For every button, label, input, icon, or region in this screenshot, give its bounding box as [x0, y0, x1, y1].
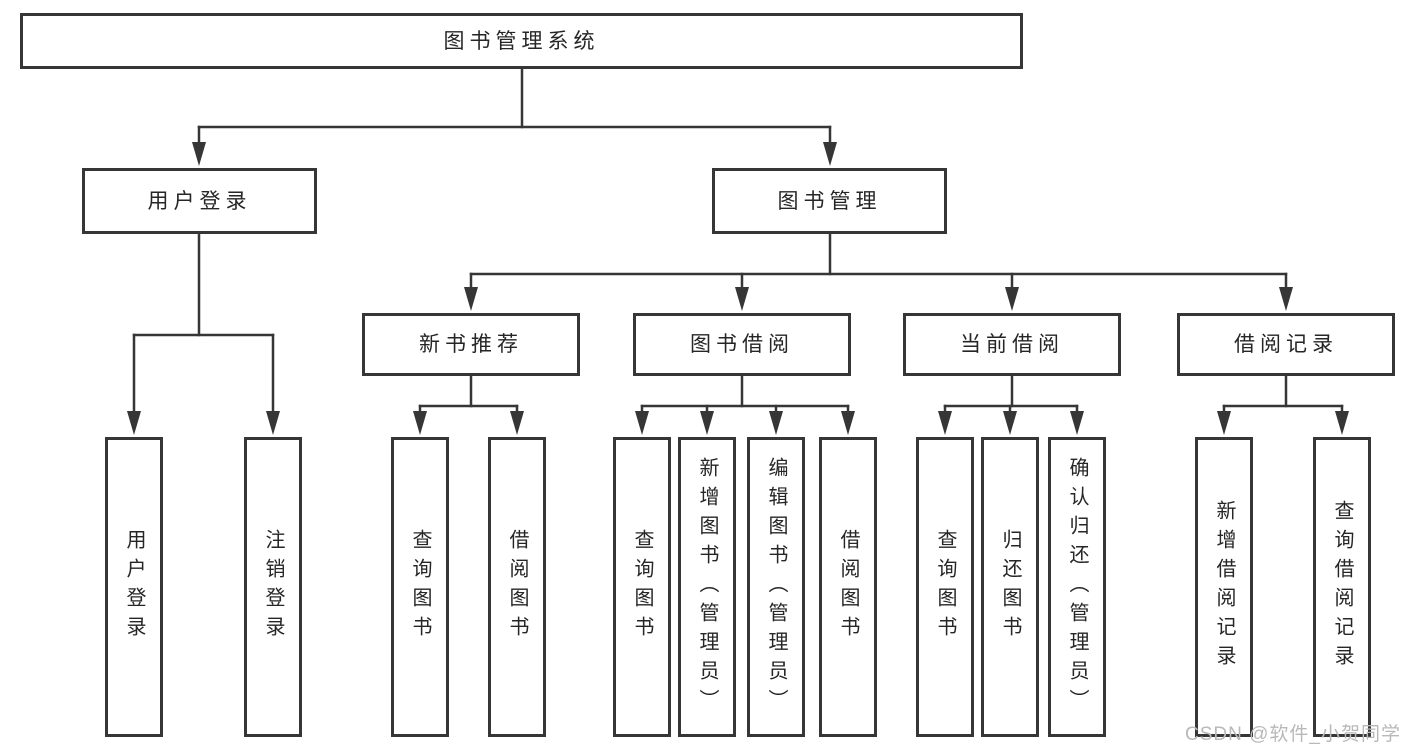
leaf-confirm-return-admin-label: 确认归还（管理员）: [1066, 456, 1088, 718]
node-borrowing-records-label: 借阅记录: [1234, 333, 1338, 356]
node-current-borrowing: 当前借阅: [903, 313, 1121, 376]
leaf-borrow-books: 借阅图书: [819, 437, 877, 737]
node-root-label: 图书管理系统: [443, 29, 600, 53]
csdn-watermark: CSDN @软件_小贺同学: [1185, 724, 1401, 745]
node-book-management-label: 图书管理: [777, 189, 882, 213]
leaf-query-books-recommend: 查询图书: [391, 437, 449, 737]
leaf-borrow-books-label: 借阅图书: [837, 529, 859, 645]
leaf-return-books: 归还图书: [981, 437, 1039, 737]
leaf-logout-label: 注销登录: [262, 529, 284, 645]
node-book-borrowing-label: 图书借阅: [690, 333, 794, 356]
leaf-edit-books-admin: 编辑图书（管理员）: [747, 437, 805, 737]
node-book-management: 图书管理: [712, 168, 947, 234]
leaf-add-borrow-record-label: 新增借阅记录: [1213, 500, 1235, 674]
leaf-return-books-label: 归还图书: [999, 529, 1021, 645]
leaf-query-books-current: 查询图书: [916, 437, 974, 737]
node-book-borrowing: 图书借阅: [633, 313, 851, 376]
node-current-borrowing-label: 当前借阅: [960, 333, 1064, 356]
leaf-confirm-return-admin: 确认归还（管理员）: [1048, 437, 1106, 737]
leaf-query-books-current-label: 查询图书: [934, 529, 956, 645]
leaf-borrow-books-recommend: 借阅图书: [488, 437, 546, 737]
node-user-login: 用户登录: [82, 168, 317, 234]
leaf-borrow-books-recommend-label: 借阅图书: [506, 529, 528, 645]
leaf-add-borrow-record: 新增借阅记录: [1195, 437, 1253, 737]
node-borrowing-records: 借阅记录: [1177, 313, 1395, 376]
leaf-query-books-recommend-label: 查询图书: [409, 529, 431, 645]
leaf-query-books-borrow: 查询图书: [613, 437, 671, 737]
leaf-query-books-borrow-label: 查询图书: [631, 529, 653, 645]
node-user-login-label: 用户登录: [147, 189, 252, 213]
node-new-book-recommendation: 新书推荐: [362, 313, 580, 376]
leaf-add-books-admin-label: 新增图书（管理员）: [696, 456, 718, 718]
leaf-user-login-label: 用户登录: [123, 529, 145, 645]
node-new-book-recommendation-label: 新书推荐: [419, 333, 523, 356]
leaf-query-borrow-record: 查询借阅记录: [1313, 437, 1371, 737]
leaf-add-books-admin: 新增图书（管理员）: [678, 437, 736, 737]
leaf-edit-books-admin-label: 编辑图书（管理员）: [765, 456, 787, 718]
leaf-query-borrow-record-label: 查询借阅记录: [1331, 500, 1353, 674]
leaf-logout: 注销登录: [244, 437, 302, 737]
node-root: 图书管理系统: [20, 13, 1023, 69]
leaf-user-login: 用户登录: [105, 437, 163, 737]
